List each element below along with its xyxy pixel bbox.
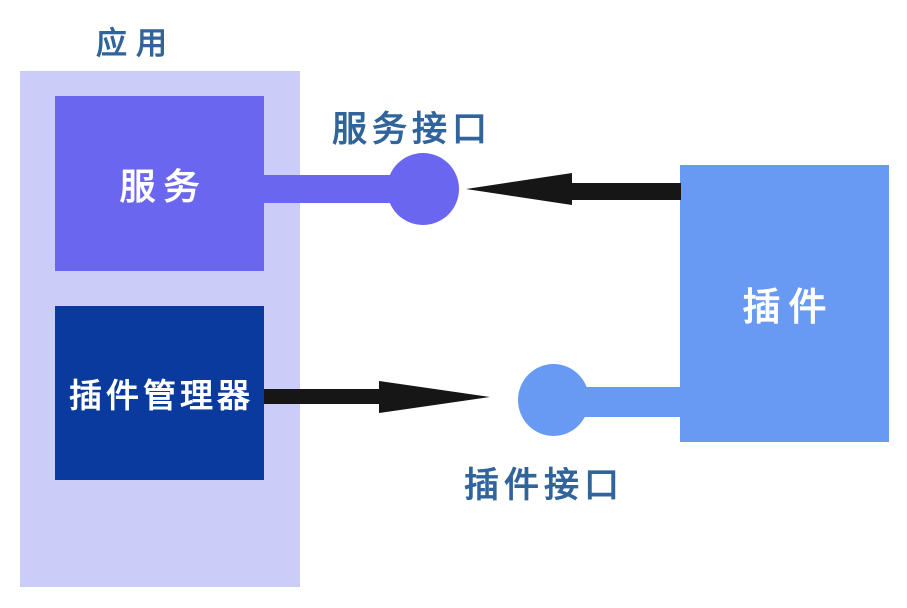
- plugin-manager-box-label: 插件管理器: [69, 376, 254, 415]
- arrow-plugin-to-service-head: [466, 173, 572, 205]
- arrow-manager-to-plugin-head: [379, 381, 490, 413]
- plugin-interface-stem: [584, 387, 681, 417]
- plugin-box: 插件: [680, 165, 889, 442]
- plugin-manager-box: 插件管理器: [55, 306, 264, 480]
- service-box-label: 服务: [119, 166, 208, 208]
- service-interface-circle: [387, 153, 459, 225]
- service-box: 服务: [55, 96, 264, 271]
- arrow-plugin-to-service-shaft: [571, 183, 681, 200]
- plugin-interface-label: 插件接口: [464, 466, 625, 506]
- plugin-box-label: 插件: [742, 285, 835, 329]
- plugin-interface-circle: [518, 364, 589, 436]
- application-title: 应用: [96, 26, 176, 62]
- service-interface-stem: [264, 175, 390, 203]
- application-container: 服务 插件管理器: [20, 71, 300, 587]
- service-interface-label: 服务接口: [332, 110, 493, 150]
- arrow-manager-to-plugin-shaft: [264, 389, 380, 404]
